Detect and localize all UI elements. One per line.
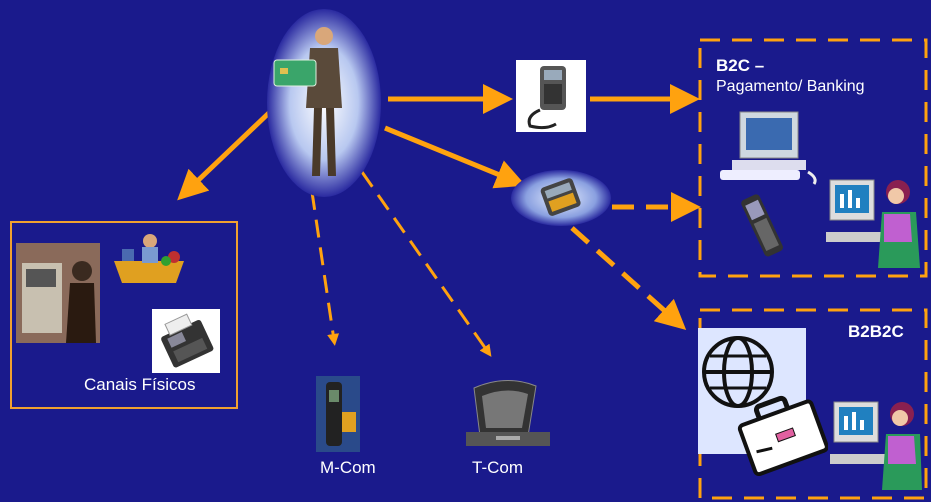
pin-pad-icon <box>510 168 612 228</box>
person-with-card-icon <box>266 8 382 198</box>
b2b2c-box <box>698 308 928 500</box>
computer-icon <box>718 108 824 188</box>
tv-settop-icon <box>466 374 550 450</box>
atm-icon <box>16 243 100 343</box>
b2c-box <box>698 38 928 278</box>
mcom-label: M-Com <box>320 458 376 477</box>
b2c-subtitle: Pagamento/ Banking <box>716 78 865 95</box>
mobile-phone-icon <box>316 376 360 452</box>
arrow-to-pinpad <box>384 125 526 189</box>
pos-terminal-icon <box>152 309 220 373</box>
b2b2c-title: B2B2C <box>848 322 904 341</box>
card-reader-icon <box>516 60 586 132</box>
user-at-computer-icon <box>830 394 924 494</box>
arrow-to-tcom <box>360 171 492 357</box>
smartphone-icon <box>736 190 790 260</box>
merchant-icon <box>110 231 194 289</box>
arrow-to-mcom <box>310 191 340 346</box>
briefcase-icon <box>736 392 829 477</box>
user-at-computer-icon <box>826 172 922 272</box>
physical-channels-box: Canais Físicos <box>10 221 238 409</box>
physical-channels-label: Canais Físicos <box>84 375 196 394</box>
arrow-pinpad-to-b2b2c <box>570 226 687 330</box>
tcom-label: T-Com <box>472 458 523 477</box>
b2c-title: B2C – <box>716 56 765 75</box>
arrow-to-physical <box>177 108 274 201</box>
